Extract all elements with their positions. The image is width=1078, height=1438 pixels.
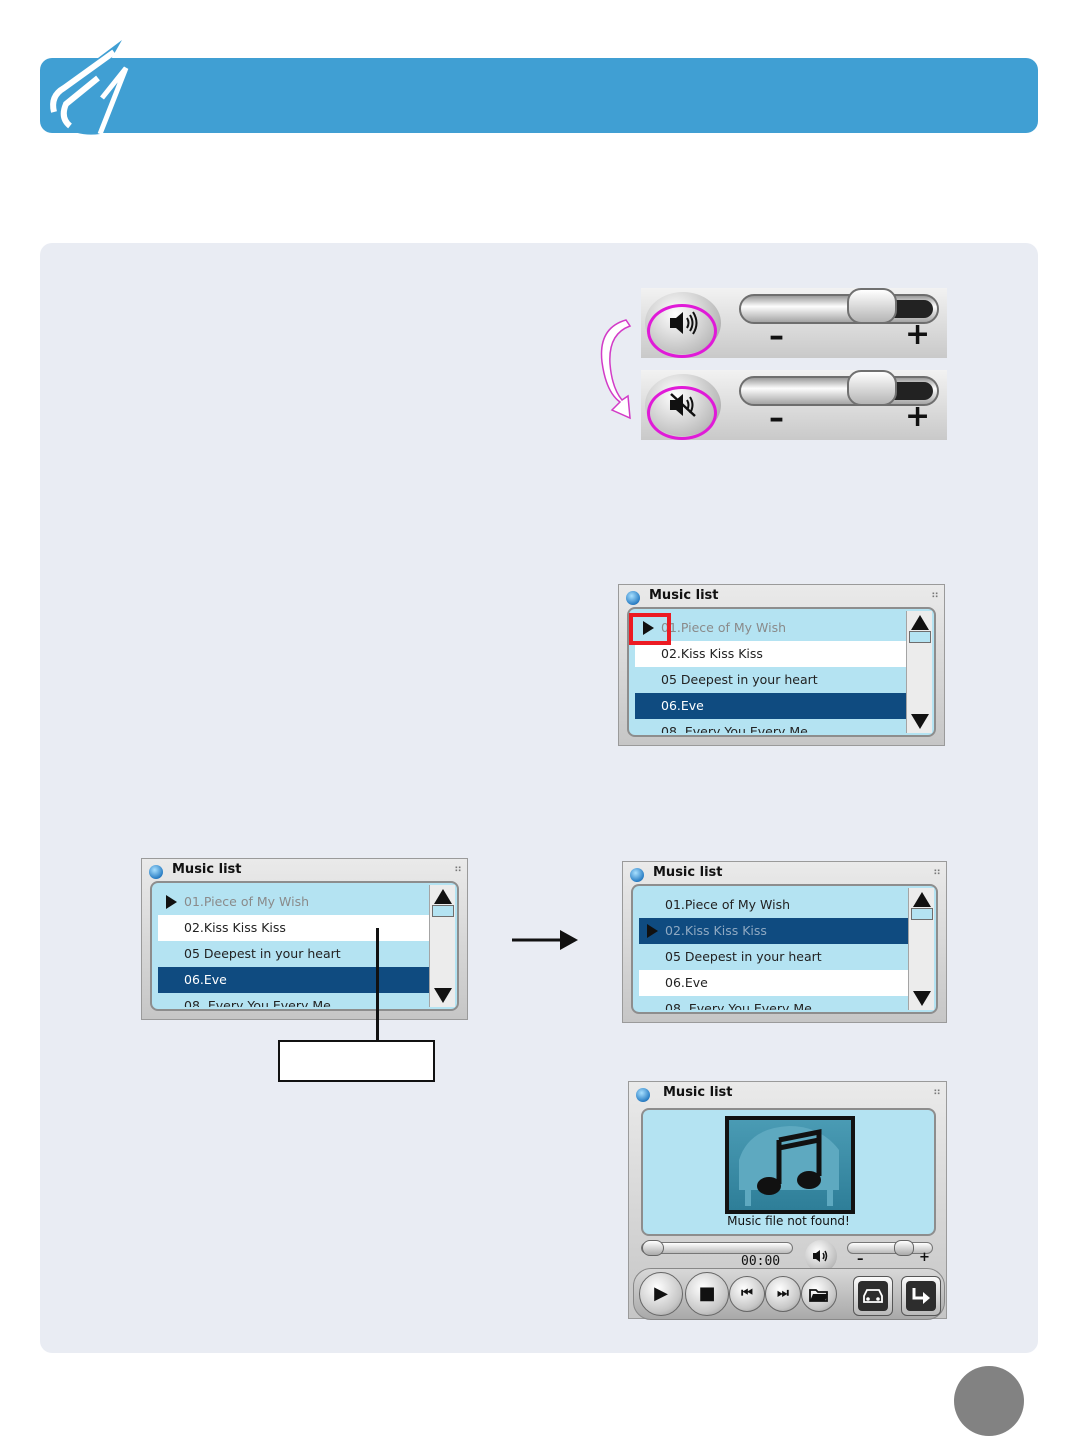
list-item[interactable]: 06.Eve — [635, 693, 907, 719]
car-mode-button[interactable] — [853, 1276, 893, 1316]
next-button[interactable]: ⏭ — [765, 1276, 801, 1312]
list-item[interactable]: 02.Kiss Kiss Kiss — [158, 915, 430, 941]
list-item[interactable]: 08. Every You Every Me — [158, 993, 430, 1007]
highlight-box — [629, 613, 671, 645]
scroll-thumb[interactable] — [432, 905, 454, 917]
volume-plus: + — [919, 1250, 930, 1265]
list-item[interactable]: 01.Piece of My Wish — [639, 892, 911, 918]
scrollbar[interactable] — [908, 888, 934, 1010]
track-list: 01.Piece of My Wish 02.Kiss Kiss Kiss 05… — [150, 881, 459, 1011]
window-dot-icon — [626, 591, 640, 605]
list-item[interactable]: 06.Eve — [158, 967, 430, 993]
scroll-up-icon[interactable] — [434, 889, 452, 904]
play-marker-icon — [647, 924, 658, 938]
seek-slider[interactable] — [641, 1240, 793, 1256]
scroll-down-icon[interactable] — [913, 991, 931, 1006]
window-dot-icon — [636, 1088, 650, 1102]
window-title: Music list — [649, 588, 719, 603]
volume-plus: + — [905, 399, 931, 434]
scroll-down-icon[interactable] — [434, 988, 452, 1003]
scroll-up-icon[interactable] — [913, 892, 931, 907]
list-item[interactable]: 08. Every You Every Me — [639, 996, 911, 1010]
pen-nib-icon — [40, 38, 140, 138]
time-display: 00:00 — [741, 1254, 781, 1269]
highlight-ring — [647, 386, 717, 440]
open-folder-button[interactable] — [801, 1276, 837, 1312]
scroll-down-icon[interactable] — [911, 714, 929, 729]
list-item[interactable]: 02.Kiss Kiss Kiss — [635, 641, 907, 667]
scroll-thumb[interactable] — [909, 631, 931, 643]
status-message: Music file not found! — [727, 1214, 850, 1228]
list-item[interactable]: 01.Piece of My Wish — [635, 615, 907, 641]
album-art — [725, 1116, 855, 1214]
volume-minus: – — [857, 1252, 864, 1267]
window-dot-icon — [630, 868, 644, 882]
seek-slider-knob[interactable] — [642, 1240, 664, 1256]
volume-slider[interactable] — [739, 294, 939, 324]
previous-button[interactable]: ⏮ — [729, 1276, 765, 1312]
volume-slider-knob[interactable] — [847, 288, 897, 324]
scrollbar[interactable] — [906, 611, 932, 733]
window-title: Music list — [172, 862, 242, 877]
volume-slider[interactable] — [847, 1240, 933, 1256]
scrollbar[interactable] — [429, 885, 455, 1007]
folder-icon — [809, 1289, 828, 1302]
play-marker-icon — [643, 621, 654, 635]
track-list: 01.Piece of My Wish 02.Kiss Kiss Kiss 05… — [631, 884, 938, 1014]
callout-box — [278, 1040, 435, 1082]
speaker-icon — [813, 1250, 828, 1262]
volume-minus: – — [769, 401, 784, 436]
volume-widget-muted: – + — [641, 370, 947, 440]
list-item[interactable]: 05 Deepest in your heart — [635, 667, 907, 693]
list-item[interactable]: 05 Deepest in your heart — [158, 941, 430, 967]
play-button[interactable]: ▶ — [639, 1272, 683, 1316]
album-art-screen: Music file not found! — [641, 1108, 936, 1236]
list-item[interactable]: 06.Eve — [639, 970, 911, 996]
page-number-badge — [954, 1366, 1024, 1436]
callout-line — [376, 928, 379, 1040]
exit-button[interactable] — [901, 1276, 941, 1316]
window-title: Music list — [653, 865, 723, 880]
volume-plus: + — [905, 317, 931, 352]
speaker-button[interactable] — [805, 1240, 837, 1272]
window-dot-icon — [149, 865, 163, 879]
list-item[interactable]: 01.Piece of My Wish — [158, 889, 430, 915]
list-item[interactable]: 02.Kiss Kiss Kiss — [639, 918, 911, 944]
car-icon — [863, 1289, 883, 1303]
header-banner — [40, 58, 1038, 133]
right-arrow-icon — [512, 930, 578, 950]
resize-grip-icon[interactable]: ⠶ — [932, 1085, 941, 1098]
music-list-window: Music list ⠶ 01.Piece of My Wish 02.Kiss… — [141, 858, 468, 1020]
scroll-thumb[interactable] — [911, 908, 933, 920]
volume-slider-knob[interactable] — [894, 1240, 914, 1256]
resize-grip-icon[interactable]: ⠶ — [453, 862, 462, 875]
track-list: 01.Piece of My Wish 02.Kiss Kiss Kiss 05… — [627, 607, 936, 737]
music-note-piano-icon — [739, 1126, 839, 1206]
window-title: Music list — [663, 1085, 733, 1100]
music-list-window: Music list ⠶ 01.Piece of My Wish 02.Kiss… — [622, 861, 947, 1023]
resize-grip-icon[interactable]: ⠶ — [930, 588, 939, 601]
list-item[interactable]: 08. Every You Every Me — [635, 719, 907, 733]
stop-button[interactable]: ■ — [685, 1272, 729, 1316]
highlight-ring — [647, 304, 717, 358]
resize-grip-icon[interactable]: ⠶ — [932, 865, 941, 878]
curved-arrow-icon — [600, 319, 632, 420]
list-item[interactable]: 05 Deepest in your heart — [639, 944, 911, 970]
exit-arrow-icon — [912, 1288, 930, 1304]
music-player-window: Music list ⠶ Music file not found! 00:00 — [628, 1081, 947, 1320]
scroll-up-icon[interactable] — [911, 615, 929, 630]
volume-slider-knob[interactable] — [847, 370, 897, 406]
music-list-window: Music list ⠶ 01.Piece of My Wish 02.Kiss… — [618, 584, 945, 746]
volume-widget-on: – + — [641, 288, 947, 358]
volume-minus: – — [769, 319, 784, 354]
play-marker-icon — [166, 895, 177, 909]
